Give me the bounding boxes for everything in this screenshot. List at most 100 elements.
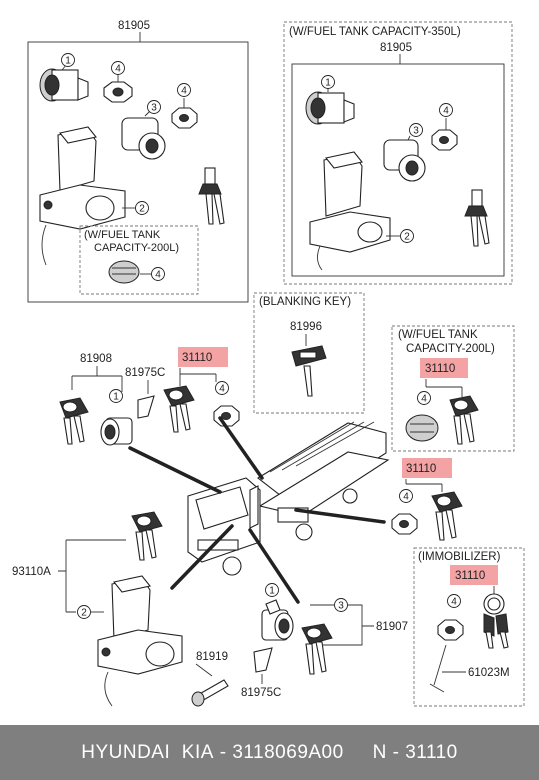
footer-n-value: 31110 [405, 741, 458, 763]
callout-3-top-left [147, 100, 161, 114]
footer-n-label: N [372, 741, 387, 763]
bolt-part-number: 81919 [196, 651, 228, 663]
mid-right-200l-group: (W/FUEL TANK CAPACITY-200L) 31110 4 [391, 325, 515, 452]
pointer-line-2 [218, 416, 264, 480]
nut-4-top-left-a [103, 81, 133, 103]
callout-4-text: 4 [451, 597, 457, 608]
callout-2-top-left [135, 201, 149, 215]
footer-sep-1: - [213, 741, 233, 763]
immobilizer-antenna [429, 644, 447, 693]
highlight-31110-main [178, 347, 228, 367]
callout-2-text: 2 [404, 232, 410, 243]
left-side-part-number: 93110A [12, 566, 51, 578]
key-pair-truck-right [431, 491, 463, 541]
pointer-line-1 [128, 446, 222, 494]
ignition-switch-body-2 [39, 126, 126, 266]
callout-4-text: 4 [219, 384, 225, 395]
bottom-middle-group: 1 81975C 3 81907 [241, 583, 408, 699]
callout-1-top-left [61, 53, 75, 67]
nut-4-immobilizer [437, 619, 464, 641]
immobilizer-part-number: 61023M [468, 667, 510, 679]
footer-bar: HYUNDAI KIA - 3118069A00 N - 31110 [0, 725, 539, 780]
callout-1-top-right [321, 75, 335, 89]
key-pair-bottom [301, 623, 333, 675]
callout-2-top-right [400, 229, 414, 243]
blanking-key-part-number: 81996 [290, 321, 322, 333]
pointer-line-3 [170, 524, 234, 590]
callout-1-mid-left [109, 389, 123, 403]
callout-4-text: 4 [115, 64, 121, 75]
callout-4-mid-right [417, 391, 431, 405]
callout-3-text: 3 [338, 601, 344, 612]
callout-4-immobilizer [447, 594, 461, 608]
top-left-200l-subbox [79, 225, 199, 295]
ignition-switch-body-2-right [309, 151, 391, 271]
footer-part-number: 3118069A00 [232, 741, 344, 763]
mid-right-title-line2: CAPACITY-200L) [406, 343, 495, 355]
top-left-part-number: 81905 [118, 20, 150, 32]
door-cylinder-3 [121, 117, 166, 160]
callout-1-text: 1 [325, 78, 331, 89]
part-31110-mid-right: 31110 [425, 363, 455, 375]
lock-cylinder-mid-left [100, 417, 133, 446]
lock-cylinder-1-right [305, 91, 355, 125]
key-pair-31110-main [163, 385, 195, 433]
retainer-clip-bottom [253, 647, 273, 673]
door-cylinder-3-right [383, 139, 426, 182]
subbox-title-line2: CAPACITY-200L) [94, 242, 179, 254]
bottom-right-part-number: 81907 [376, 621, 408, 633]
fuel-cap-mid-right [405, 414, 439, 442]
subbox-title-line1: (W/FUEL TANK [84, 229, 161, 241]
mid-left-sub-part-number: 81975C [125, 367, 165, 379]
nut-4-top-right [431, 129, 458, 151]
blanking-key-box [253, 292, 365, 414]
highlight-31110-truck-right [402, 458, 452, 478]
immobilizer-key-set [483, 593, 509, 649]
part-31110-main: 31110 [182, 352, 212, 364]
callout-3-bottom [334, 598, 348, 612]
blanking-key-group: (BLANKING KEY) 81996 [253, 292, 365, 414]
immobilizer-box [413, 547, 525, 707]
pointer-line-4 [248, 528, 300, 604]
top-right-inner-box [291, 63, 505, 277]
key-pair-mid-right [449, 395, 479, 445]
callout-3-text: 3 [151, 103, 157, 114]
key-pair-left-lower [131, 511, 163, 561]
top-right-assembly-group: (W/FUEL TANK CAPACITY-350L) 81905 1 3 4 [283, 21, 513, 285]
callout-2-text: 2 [81, 608, 87, 619]
callout-1-text: 1 [113, 392, 119, 403]
callout-4-text: 4 [403, 492, 409, 503]
part-31110-truck-right: 31110 [406, 463, 436, 475]
callout-1-text: 1 [269, 586, 275, 597]
bottom-sub-part-number: 81975C [241, 687, 281, 699]
retainer-clip-mid-left [137, 395, 155, 419]
callout-4-text: 4 [181, 86, 187, 97]
top-right-part-number: 81905 [380, 42, 412, 54]
key-set-top-right [464, 189, 490, 247]
top-left-box [27, 41, 249, 303]
callout-2-text: 2 [139, 204, 145, 215]
callout-1-text: 1 [65, 56, 71, 67]
callout-4-text: 4 [443, 106, 449, 117]
callout-3-top-right [409, 123, 423, 137]
nut-4-truck-right [391, 513, 418, 535]
footer-brand: HYUNDAI KIA [81, 741, 214, 763]
parts-diagram: 81905 1 4 4 [12, 20, 525, 707]
part-31110-immobilizer: 31110 [455, 570, 485, 582]
callout-4-top-left-b [177, 83, 191, 97]
lock-cylinder-1 [39, 68, 89, 102]
top-right-title: (W/FUEL TANK CAPACITY-350L) [289, 26, 461, 38]
key-pair-mid-left [59, 397, 89, 445]
callout-4-truck-right [399, 489, 413, 503]
truck-illustration [187, 421, 390, 576]
highlight-31110-immobilizer [450, 565, 498, 585]
ignition-switch-body-left-lower [97, 575, 183, 707]
nut-4-top-left-b [171, 107, 198, 129]
callout-4-mid [215, 381, 229, 395]
callout-4-text: 4 [421, 394, 427, 405]
fuel-cap-200l-top-left [108, 260, 140, 284]
top-left-assembly-group: 81905 1 4 4 [27, 20, 249, 303]
blanking-key-title: (BLANKING KEY) [259, 296, 351, 308]
mid-right-title-line1: (W/FUEL TANK [398, 329, 478, 341]
immobilizer-group: (IMMOBILIZER) 31110 4 61023M [413, 547, 525, 707]
